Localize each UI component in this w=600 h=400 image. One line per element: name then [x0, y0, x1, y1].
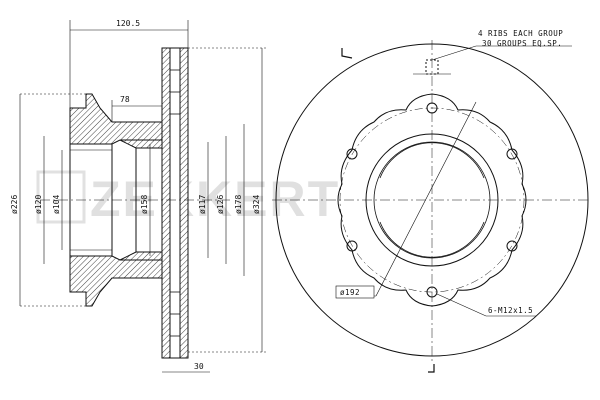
dim-dia-226: ø226	[10, 195, 19, 214]
dim-dia-324: ø324	[252, 195, 261, 214]
bolt-circle-label-box	[335, 285, 375, 299]
side-dimension-lines	[19, 20, 266, 373]
dim-disc-thickness: 30	[194, 362, 204, 371]
ribs-note-line2: 30 GROUPS EQ.SP.	[482, 39, 562, 48]
hub-section-bottom	[69, 251, 163, 307]
brand-watermark-text: ZEKKERT	[90, 171, 340, 227]
dim-dia-117: ø117	[198, 195, 207, 214]
disc-ring-section	[161, 47, 189, 359]
front-leaders	[336, 45, 572, 317]
dim-hub-offset: 78	[120, 95, 130, 104]
section-mark-bottom	[428, 364, 435, 373]
bolt-circle-label: ø192	[340, 288, 360, 297]
side-section-view	[40, 47, 230, 359]
hub-section-top	[69, 93, 163, 149]
brand-watermark: ZEKKERT	[36, 170, 340, 227]
front-view	[272, 40, 590, 373]
dim-dia-178: ø178	[234, 195, 243, 214]
bolt-spec-label: 6-M12x1.5	[488, 306, 533, 315]
section-mark-top	[341, 48, 353, 59]
dim-dia-126: ø126	[216, 195, 225, 214]
dim-dia-158: ø158	[140, 195, 149, 214]
ribs-note-line1: 4 RIBS EACH GROUP	[478, 29, 563, 38]
dim-overall-width: 120.5	[116, 19, 140, 28]
dim-dia-120: ø120	[34, 195, 43, 214]
dim-dia-104: ø104	[52, 195, 61, 214]
